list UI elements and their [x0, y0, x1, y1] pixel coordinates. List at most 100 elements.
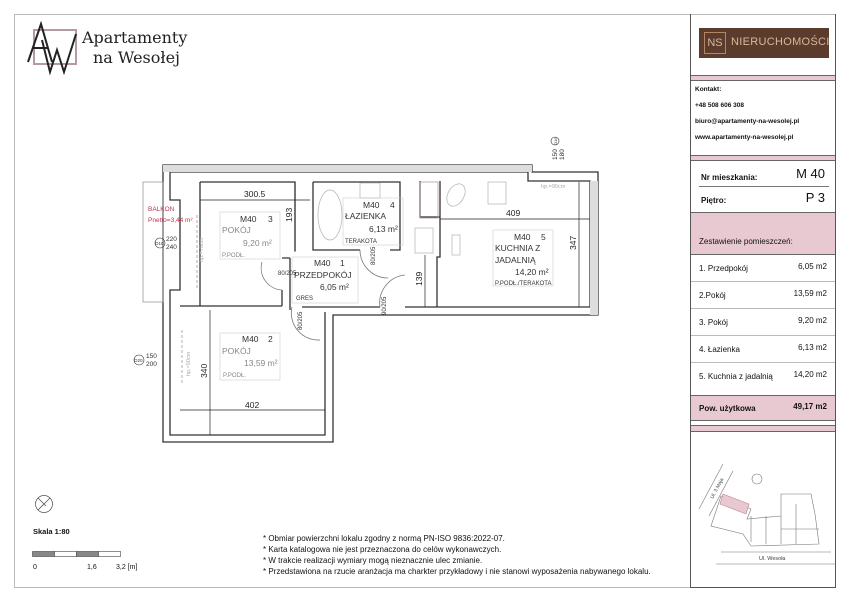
svg-text:KUCHNIA Z: KUCHNIA Z — [495, 243, 540, 253]
north-arrow-icon — [35, 495, 53, 513]
room-area: 6,13 m2 — [798, 343, 827, 352]
svg-text:5: 5 — [541, 232, 546, 242]
floor-plan: M40 3 POKÓJ 9,20 m² P.PODŁ. M40 4 ŁAZIEN… — [133, 137, 599, 443]
svg-text:14,20 m²: 14,20 m² — [515, 267, 549, 277]
svg-text:GRES: GRES — [296, 296, 313, 302]
summary-title: Zestawienie pomieszczeń: — [699, 237, 793, 246]
room-name: 5. Kuchnia z jadalnią — [699, 372, 773, 381]
svg-text:80/205: 80/205 — [298, 311, 304, 330]
svg-text:150: 150 — [146, 353, 157, 360]
total-area: 49,17 m2 — [793, 402, 827, 411]
svg-text:M40: M40 — [514, 232, 531, 242]
scale-label: Skala 1:80 — [33, 527, 70, 536]
scale-tick-3-2: 3,2 [m] — [116, 564, 138, 571]
svg-text:80/205: 80/205 — [278, 271, 297, 277]
svg-text:P.PODŁ.: P.PODŁ. — [222, 253, 245, 259]
furniture — [317, 181, 507, 256]
room-area: 13,59 m2 — [793, 289, 827, 298]
svg-text:240: 240 — [166, 244, 177, 251]
svg-text:3: 3 — [268, 214, 273, 224]
dim-300-5: 300.5 — [244, 189, 266, 199]
street-label-wesola: Ul. Wesoła — [759, 556, 786, 562]
svg-text:O10: O10 — [155, 241, 164, 246]
site-location-map: Ul. 3 Maja Ul. Wesoła — [698, 463, 835, 565]
svg-text:TERAKOTA: TERAKOTA — [345, 239, 377, 245]
svg-text:BALKON: BALKON — [148, 206, 175, 213]
svg-text:M40: M40 — [314, 258, 331, 268]
divider-band — [691, 75, 835, 81]
dim-409: 409 — [506, 208, 520, 218]
logo-title-line2: na Wesołej — [93, 48, 180, 67]
dimension-labels: 300.5 193 409 347 139 340 402 — [199, 189, 578, 410]
apartment-number: M 40 — [796, 166, 825, 181]
room-area: 6,05 m2 — [798, 262, 827, 271]
summary-row: 2.Pokój 13,59 m2 — [691, 282, 835, 309]
svg-text:80/205: 80/205 — [371, 246, 377, 265]
aw-monogram-logo — [27, 20, 77, 76]
agency-logo: NS NIERUCHOMOŚCI — [699, 28, 829, 58]
svg-text:9,20 m²: 9,20 m² — [243, 238, 272, 248]
door-tags: 80/205 80/205 80/205 90/205 — [278, 246, 388, 330]
svg-text:150: 150 — [552, 149, 559, 160]
balcony-label: BALKON Pnetto=3,44 m² — [148, 206, 193, 224]
svg-text:hp.=70cm: hp.=70cm — [199, 237, 205, 262]
dim-340: 340 — [199, 364, 209, 378]
dim-193: 193 — [284, 208, 294, 222]
scale-tick-1-6: 1,6 — [87, 564, 97, 571]
svg-text:POKÓJ: POKÓJ — [222, 225, 251, 235]
summary-row: 1. Przedpokój 6,05 m2 — [691, 255, 835, 282]
divider — [699, 186, 829, 187]
svg-text:hp.=50cm: hp.=50cm — [186, 351, 192, 376]
window-tags: O10 220 240 hp.=70cm O20 150 200 hp.=50c… — [133, 137, 566, 376]
room-name: 1. Przedpokój — [699, 264, 748, 273]
note: * Przedstawiona na rzucie aranżacja ma c… — [263, 567, 651, 576]
svg-text:200: 200 — [146, 361, 157, 368]
door-swings — [260, 249, 406, 341]
dimension-lines — [180, 182, 590, 435]
room-2-label: M40 2 POKÓJ 13,59 m² P.PODŁ. — [222, 334, 278, 379]
contact-website[interactable]: www.apartamenty-na-wesolej.pl — [695, 134, 794, 141]
room-5-label: M40 5 KUCHNIA Z JADALNIĄ 14,20 m² P.PODŁ… — [495, 232, 551, 287]
note: * Obmiar powierzchni lokalu zgodny z nor… — [263, 534, 505, 543]
room-4-label: M40 4 ŁAZIENKA 6,13 m² TERAKOTA — [345, 200, 398, 245]
floor-value: P 3 — [805, 190, 825, 205]
dim-347: 347 — [568, 236, 578, 250]
total-label: Pow. użytkowa — [699, 404, 756, 413]
svg-text:180: 180 — [559, 149, 566, 160]
svg-text:M40: M40 — [363, 200, 380, 210]
svg-text:Pnetto=3,44 m²: Pnetto=3,44 m² — [148, 217, 193, 224]
info-panel: NS NIERUCHOMOŚCI Kontakt: +48 508 606 30… — [690, 14, 836, 588]
apartment-location-highlight — [719, 493, 750, 515]
svg-text:220: 220 — [166, 236, 177, 243]
room-name: 2.Pokój — [699, 291, 726, 300]
svg-text:2: 2 — [268, 334, 273, 344]
dim-139: 139 — [414, 272, 424, 286]
svg-text:POKÓJ: POKÓJ — [222, 346, 251, 356]
divider-band — [691, 425, 835, 432]
svg-text:4: 4 — [390, 200, 395, 210]
svg-text:JADALNIĄ: JADALNIĄ — [495, 255, 536, 265]
logo-title-line1: Apartamenty — [82, 28, 188, 47]
svg-text:13,59 m²: 13,59 m² — [244, 358, 278, 368]
svg-text:M40: M40 — [242, 334, 259, 344]
svg-text:P.PODŁ./TERAKOTA: P.PODŁ./TERAKOTA — [495, 281, 551, 287]
contact-email[interactable]: biuro@apartamenty-na-wesolej.pl — [695, 118, 800, 125]
dim-402: 402 — [245, 400, 259, 410]
room-area: 14,20 m2 — [793, 370, 827, 379]
inner-wall-fill — [163, 165, 598, 315]
floor-label: Piętro: — [701, 196, 727, 205]
total-row: Pow. użytkowa 49,17 m2 — [691, 395, 835, 421]
svg-text:O16: O16 — [553, 137, 558, 145]
agency-initials: NS — [704, 32, 726, 54]
room-label-boxes — [219, 197, 554, 381]
room-name: 3. Pokój — [699, 318, 728, 327]
room-1-label: M40 1 PRZEDPOKÓJ 6,05 m² GRES — [294, 258, 352, 302]
contact-phone[interactable]: +48 508 606 308 — [695, 102, 744, 109]
svg-text:6,05 m²: 6,05 m² — [320, 282, 349, 292]
walls — [162, 164, 599, 443]
svg-text:1: 1 — [340, 258, 345, 268]
note: * Karta katalogowa nie jest przeznaczona… — [263, 545, 502, 554]
svg-text:O20: O20 — [134, 358, 143, 363]
